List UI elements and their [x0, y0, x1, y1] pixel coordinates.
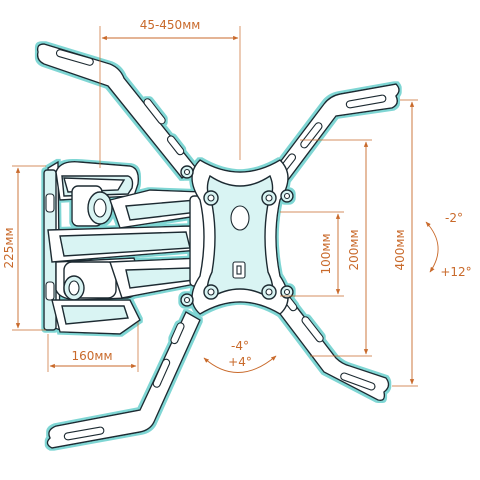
bracket-arm-lower-left: [46, 311, 201, 449]
dimension-lines: [12, 26, 439, 387]
label-swivel-right: +4°: [228, 355, 252, 369]
label-depth: 160мм: [71, 349, 112, 363]
swing-arm: [47, 161, 211, 335]
dimension-labels: 45-450мм 225мм 160мм 100мм 200мм 400мм -…: [2, 18, 472, 369]
label-vesa-400: 400мм: [393, 229, 407, 270]
label-tilt-up: -2°: [445, 211, 463, 225]
label-vesa-200: 200мм: [347, 229, 361, 270]
bracket-arm-upper-left: [36, 43, 198, 179]
wall-plate: [43, 160, 61, 332]
label-height: 225мм: [2, 227, 16, 268]
mount-drawing: [36, 43, 400, 449]
label-swivel-left: -4°: [231, 339, 249, 353]
label-vesa-horizontal: 45-450мм: [140, 18, 201, 32]
center-plate: [180, 159, 294, 315]
label-vesa-100: 100мм: [319, 233, 333, 274]
label-tilt-down: +12°: [440, 265, 471, 279]
